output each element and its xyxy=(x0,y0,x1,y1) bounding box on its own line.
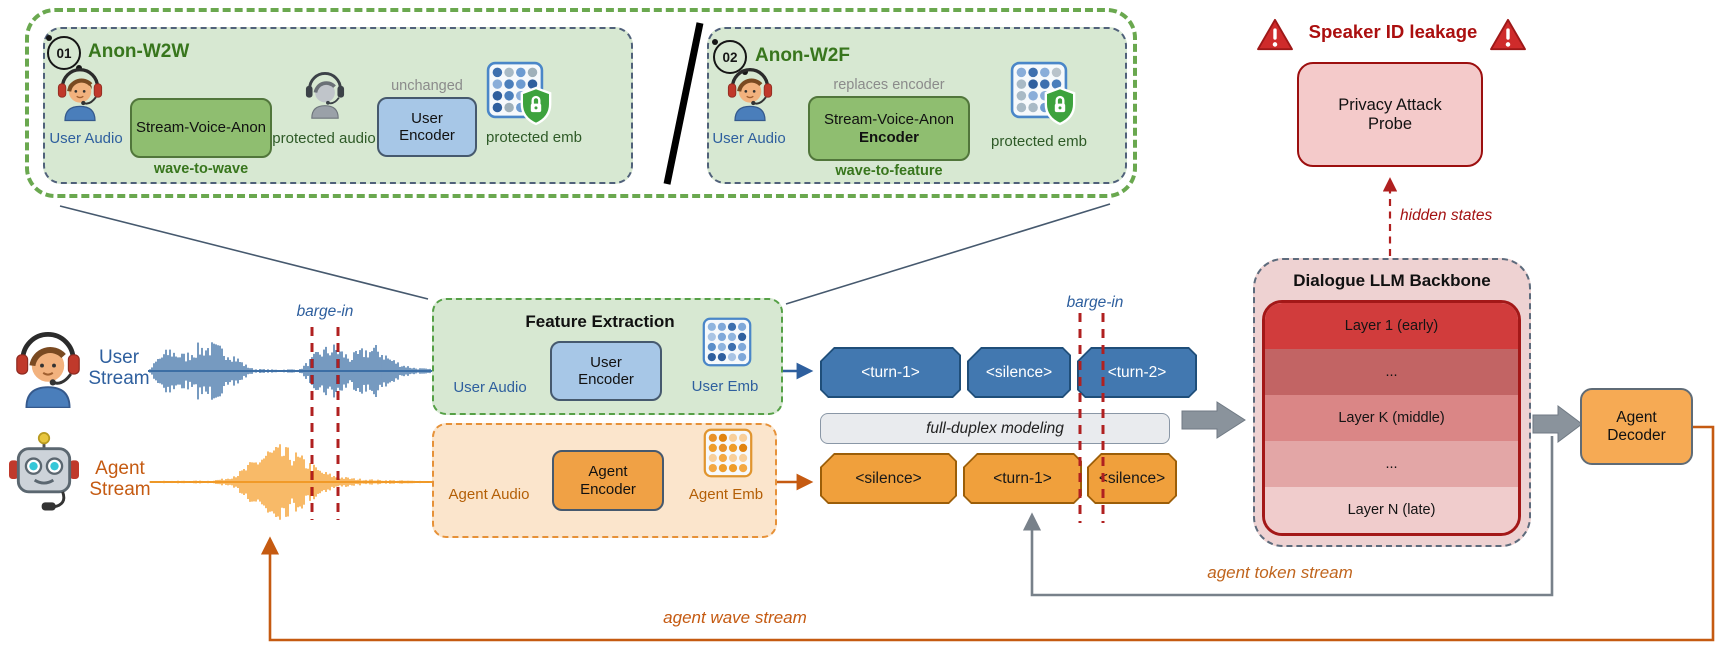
agent-encoder-box: Agent Encoder xyxy=(552,450,664,511)
layer-band: Layer 1 (early) xyxy=(1265,303,1518,349)
robot-agent-icon xyxy=(9,432,79,511)
unchanged-note: unchanged xyxy=(391,78,463,94)
layer-band: Layer N (late) xyxy=(1265,487,1518,533)
replaces-encoder-note: replaces encoder xyxy=(833,77,945,93)
user-token: <turn-1> xyxy=(820,347,961,398)
user-encoder-line1: User xyxy=(411,109,443,127)
user-token: <turn-2> xyxy=(1077,347,1197,398)
agent-decoder-box: Agent Decoder xyxy=(1580,388,1693,465)
layer-band: ... xyxy=(1265,441,1518,487)
step-01-badge: 01 xyxy=(46,35,82,71)
block-arrow-to-backbone-icon xyxy=(1181,401,1246,439)
agent-emb-label: Agent Emb xyxy=(688,486,764,503)
wave-to-feature-caption: wave-to-feature xyxy=(835,163,943,179)
agent-stream-line2: Stream xyxy=(89,479,151,501)
protected-emb-label-w2w: protected emb xyxy=(486,129,582,146)
user-person-icon xyxy=(57,68,103,122)
user-encoder-box: User Encoder xyxy=(550,341,662,401)
sva-encoder-line2: Encoder xyxy=(858,128,919,146)
agent-encoder-line2: Encoder xyxy=(580,480,636,498)
agent-token-label: <silence> xyxy=(855,469,922,487)
agent-stream-label: Agent Stream xyxy=(80,458,160,501)
barge-in-label-left: barge-in xyxy=(296,303,354,320)
agent-token-label: <silence> xyxy=(1098,469,1166,487)
agent-token: <turn-1> xyxy=(963,453,1082,504)
stream-voice-anon-box: Stream-Voice-Anon xyxy=(130,98,272,158)
user-embedding-grid-icon xyxy=(702,317,752,367)
protected-emb-label-w2f: protected emb xyxy=(991,133,1087,150)
badge-number: 01 xyxy=(56,45,72,61)
user-token-label: <turn-2> xyxy=(1107,363,1167,381)
barge-in-label-right: barge-in xyxy=(1066,294,1124,311)
user-audio-label-w2f: User Audio xyxy=(712,130,786,147)
warning-triangle-icon xyxy=(1490,18,1526,51)
agent-token: <silence> xyxy=(820,453,957,504)
user-person-icon xyxy=(16,332,80,408)
wave-to-wave-caption: wave-to-wave xyxy=(153,161,249,177)
agent-token: <silence> xyxy=(1087,453,1177,504)
agent-stream-line1: Agent xyxy=(95,458,145,479)
backbone-layer-stack: Layer 1 (early) ... Layer K (middle) ...… xyxy=(1262,300,1521,536)
user-token-label: <silence> xyxy=(985,363,1053,381)
agent-embedding-grid-icon xyxy=(703,428,753,478)
stream-voice-anon-label: Stream-Voice-Anon xyxy=(135,119,267,137)
warning-triangle-icon xyxy=(1257,18,1293,51)
shield-lock-icon xyxy=(1044,86,1076,126)
layer-band: ... xyxy=(1265,349,1518,395)
agent-decoder-line1: Agent xyxy=(1616,408,1657,426)
user-token-label: <turn-1> xyxy=(861,363,920,381)
shield-lock-icon xyxy=(520,86,552,126)
user-encoder-box-w2w: User Encoder xyxy=(377,97,477,157)
user-stream-label: User Stream xyxy=(80,347,158,390)
user-encoder-line1: User xyxy=(590,353,622,371)
full-duplex-modeling-bar: full-duplex modeling xyxy=(820,413,1170,444)
agent-audio-label: Agent Audio xyxy=(448,486,530,503)
agent-token-stream-label: agent token stream xyxy=(1207,563,1353,582)
anon-w2f-title: Anon-W2F xyxy=(755,45,850,66)
agent-decoder-line2: Decoder xyxy=(1607,426,1666,444)
user-audio-label-w2w: User Audio xyxy=(49,130,123,147)
backbone-title: Dialogue LLM Backbone xyxy=(1293,271,1491,290)
agent-encoder-line1: Agent xyxy=(588,463,628,481)
user-stream-line1: User xyxy=(98,347,140,368)
full-duplex-label: full-duplex modeling xyxy=(926,419,1064,437)
anonymized-person-icon xyxy=(305,72,345,119)
probe-line2: Probe xyxy=(1367,114,1413,133)
user-encoder-line2: Encoder xyxy=(399,127,455,144)
hidden-states-label: hidden states xyxy=(1400,207,1493,224)
layer-band: Layer K (middle) xyxy=(1265,395,1518,441)
anonymization-outer-box xyxy=(25,8,1137,198)
badge-number: 02 xyxy=(722,49,738,65)
step-02-badge: 02 xyxy=(712,39,748,75)
privacy-attack-probe-box: Privacy Attack Probe xyxy=(1297,62,1483,167)
feature-extraction-title: Feature Extraction xyxy=(525,312,675,331)
user-person-icon xyxy=(727,68,773,122)
stream-voice-anon-encoder-box: Stream-Voice-Anon Encoder xyxy=(808,96,970,161)
probe-line1: Privacy Attack xyxy=(1338,95,1442,114)
sva-encoder-line1: Stream-Voice-Anon xyxy=(823,111,955,129)
anon-w2w-title: Anon-W2W xyxy=(88,41,190,62)
agent-token-label: <turn-1> xyxy=(993,469,1052,487)
user-encoder-line2: Encoder xyxy=(578,371,634,388)
user-emb-label: User Emb xyxy=(691,378,759,395)
protected-audio-label: protected audio xyxy=(272,130,376,147)
user-audio-label: User Audio xyxy=(453,379,527,396)
user-stream-line2: Stream xyxy=(88,368,150,390)
block-arrow-to-decoder-icon xyxy=(1532,405,1583,443)
speaker-id-leakage-title: Speaker ID leakage xyxy=(1308,21,1478,42)
user-token: <silence> xyxy=(967,347,1071,398)
agent-wave-stream-label: agent wave stream xyxy=(663,608,807,627)
